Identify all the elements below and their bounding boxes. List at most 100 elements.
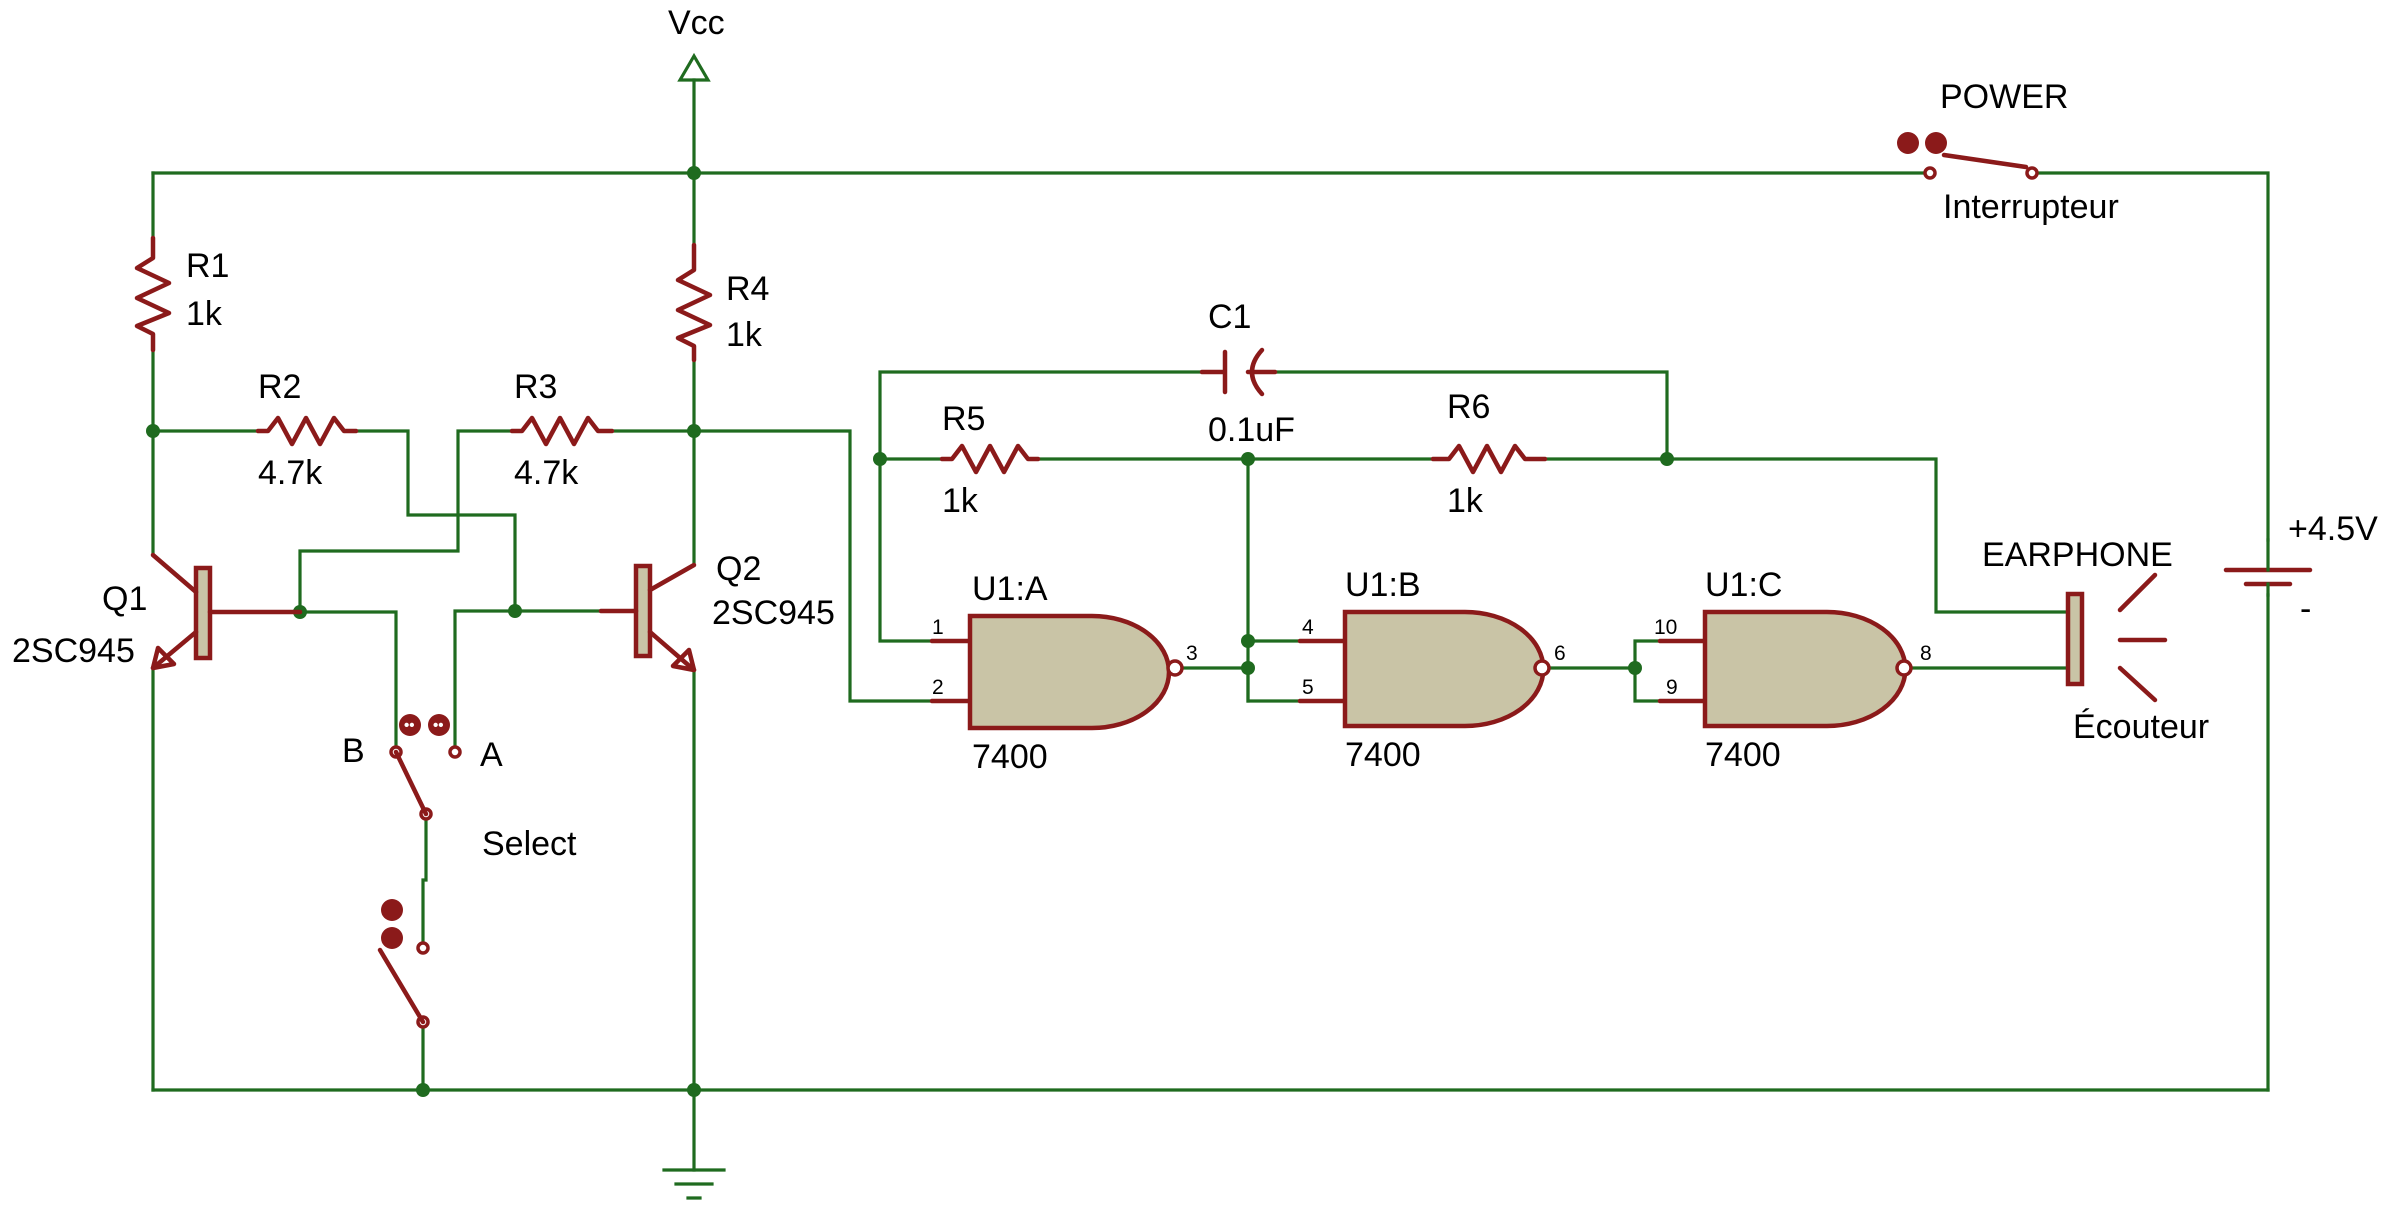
earphone-sound-icon (2117, 572, 2168, 703)
r4-value: 1k (726, 316, 763, 354)
gate-u1a-bubble (1166, 659, 1184, 677)
select-pos-b: B (342, 732, 365, 770)
earphone: EARPHONE Écouteur (1982, 536, 2209, 746)
select-switch-marker-icon (399, 714, 421, 736)
wire-r3-right (610, 429, 967, 703)
q1-part: 2SC945 (12, 632, 135, 670)
power-switch-marker-icon (1897, 132, 1919, 154)
junction-bottom-ground (687, 1083, 701, 1097)
select-lever (393, 749, 429, 817)
svg-text:••: •• (404, 717, 415, 734)
q1-emitter-arrow-icon (150, 645, 177, 671)
ground-icon (662, 1168, 726, 1200)
battery-icon (2223, 567, 2313, 587)
junction-r5-left (873, 452, 887, 466)
select-pos-a: A (480, 736, 503, 774)
wire-osc-node (1246, 457, 1347, 703)
vcc-symbol: Vcc (668, 4, 725, 82)
c1-value: 0.1uF (1208, 411, 1295, 449)
gate-u1b: U1:B 7400 4 5 6 (1297, 566, 1566, 774)
r3-value: 4.7k (514, 454, 579, 492)
gate-u1b-pin5: 5 (1302, 676, 1314, 699)
junction-r5-r6 (1241, 452, 1255, 466)
wire-select-chain (421, 812, 428, 950)
gate-u1c-pin10: 10 (1654, 616, 1677, 639)
select-contact-a (448, 745, 462, 759)
junction-q2-collector (687, 424, 701, 438)
r1-ref: R1 (186, 247, 229, 285)
junction-gateB-in4 (1241, 634, 1255, 648)
r1-value: 1k (186, 295, 223, 333)
pushbutton-marker-icon (381, 927, 403, 949)
r5-ref: R5 (942, 400, 985, 438)
power-switch-name: POWER (1940, 78, 2068, 116)
gate-u1c-part: 7400 (1705, 736, 1781, 774)
resistor-r5: R5 1k (939, 400, 1041, 520)
gate-u1b-pin4: 4 (1302, 616, 1314, 639)
gate-u1c-ref: U1:C (1705, 566, 1782, 604)
junction-vcc-rail (687, 166, 701, 180)
junctions (146, 166, 1674, 1097)
c1-ref: C1 (1208, 298, 1251, 336)
gate-u1a-pin2: 2 (932, 676, 944, 699)
gate-u1b-bubble (1533, 659, 1551, 677)
wire-q1-base-select (298, 610, 398, 754)
wire-top-rail-right (2036, 171, 2270, 542)
q1-base-bar (193, 565, 213, 661)
resistor-r6: R6 1k (1430, 388, 1548, 520)
resistor-r4: R4 1k (675, 242, 769, 363)
pushbutton-marker-icon (381, 899, 403, 921)
r5-value: 1k (942, 482, 979, 520)
resistor-r2: R2 4.7k (255, 368, 359, 492)
select-pushbutton[interactable] (377, 899, 430, 1029)
wire-r3-left (208, 429, 514, 614)
battery: +4.5V - (2223, 510, 2378, 628)
svg-text:••: •• (433, 717, 444, 734)
earphone-body-icon (2065, 591, 2085, 687)
power-switch[interactable]: POWER Interrupteur (1897, 78, 2119, 226)
junction-r6-right (1660, 452, 1674, 466)
resistor-r1: R1 1k (134, 235, 229, 353)
resistor-r3: R3 4.7k (509, 368, 615, 492)
q2-ref: Q2 (716, 550, 761, 588)
pushbutton-lever (377, 947, 426, 1025)
wire-q2-base-select (453, 609, 517, 754)
r4-ref: R4 (726, 270, 769, 308)
gate-u1c-pin8: 8 (1920, 642, 1932, 665)
vcc-arrow-icon (677, 52, 711, 82)
r2-value: 4.7k (258, 454, 323, 492)
junction-q2-base (508, 604, 522, 618)
wire-c1-left (878, 370, 1204, 643)
battery-minus: - (2300, 590, 2311, 628)
power-switch-label: Interrupteur (1943, 188, 2119, 226)
battery-voltage: +4.5V (2288, 510, 2378, 548)
wire-c1-right (1273, 370, 1669, 461)
power-switch-lever (1941, 152, 2029, 170)
wires (151, 78, 2270, 1172)
select-label: Select (482, 825, 577, 863)
select-switch[interactable]: •• •• B A Select (342, 714, 577, 863)
vcc-label: Vcc (668, 4, 725, 42)
junction-gateC-in (1628, 661, 1642, 675)
select-switch-marker-icon (428, 714, 450, 736)
gate-u1c-bubble (1895, 659, 1913, 677)
r2-ref: R2 (258, 368, 301, 406)
q1-ref: Q1 (102, 580, 147, 618)
junction-bottom-select (416, 1083, 430, 1097)
capacitor-c1: C1 0.1uF (1199, 298, 1295, 449)
gate-u1a: U1:A 7400 1 2 3 (929, 570, 1198, 776)
earphone-label: Écouteur (2073, 708, 2209, 746)
wire-r6-right (1543, 457, 2070, 614)
q2-emitter-arrow-icon (670, 647, 697, 673)
r6-value: 1k (1447, 482, 1484, 520)
gate-u1c: U1:C 7400 10 9 8 (1654, 566, 1932, 774)
gate-u1a-part: 7400 (972, 738, 1048, 776)
gate-u1a-pin1: 1 (932, 616, 944, 639)
r6-ref: R6 (1447, 388, 1490, 426)
r3-ref: R3 (514, 368, 557, 406)
gate-u1b-ref: U1:B (1345, 566, 1421, 604)
q2-part: 2SC945 (712, 594, 835, 632)
wire-r2-right (354, 429, 603, 613)
gate-u1c-pin9: 9 (1666, 676, 1678, 699)
